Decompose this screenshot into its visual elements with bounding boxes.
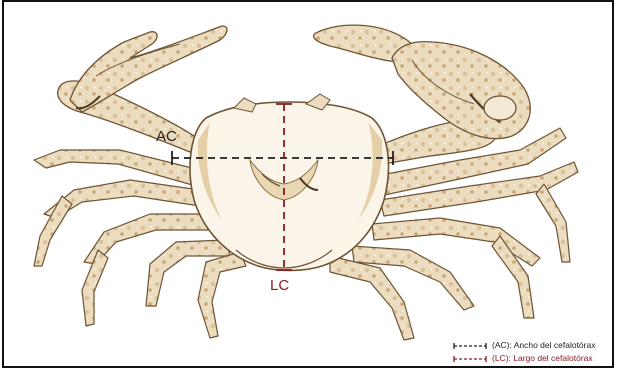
legend-lc-swatch <box>452 355 488 363</box>
ac-label: AC <box>156 129 177 144</box>
legend-lc-text: (LC): Largo del cefalotórax <box>492 352 593 365</box>
legend-item-lc: (LC): Largo del cefalotórax <box>452 352 595 365</box>
legend-ac-swatch <box>452 342 488 350</box>
lc-label: LC <box>270 278 289 293</box>
legend-item-ac: (AC): Ancho del cefalotórax <box>452 339 595 352</box>
legend: (AC): Ancho del cefalotórax (LC): Largo … <box>452 339 595 365</box>
legend-ac-text: (AC): Ancho del cefalotórax <box>492 339 595 352</box>
